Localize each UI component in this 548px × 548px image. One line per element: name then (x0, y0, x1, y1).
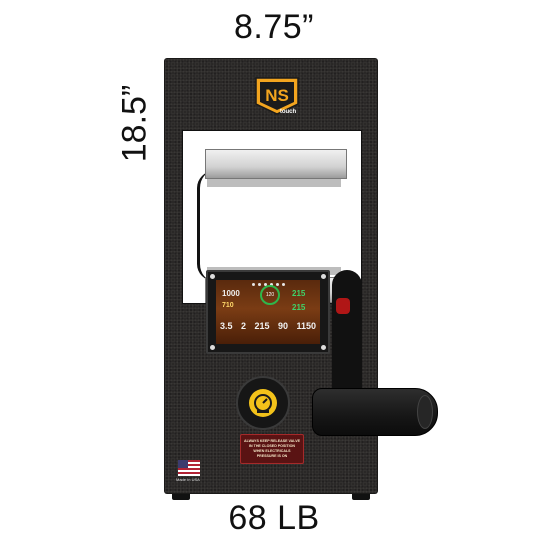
left-foot (172, 494, 190, 500)
pressure-release-knob[interactable] (236, 376, 290, 430)
logo-letters: NS (265, 86, 289, 105)
screw (210, 274, 215, 279)
touchscreen-display[interactable]: 1000 710 120 215 215 3.5 2 215 90 1150 (216, 280, 320, 344)
made-in-usa-caption: Made In USA (176, 477, 200, 482)
screw (210, 345, 215, 350)
screen-center-ring[interactable]: 120 (260, 285, 280, 305)
screen-bottom-value: 1150 (296, 321, 316, 331)
pressure-gauge-icon (249, 389, 277, 417)
warning-line: PRESSURE IS ON (256, 454, 288, 458)
handle-end-cap (417, 395, 433, 429)
screen-bottom-value: 90 (277, 321, 288, 331)
warning-label: ALWAYS KEEP RELEASE VALVE IN THE CLOSED … (240, 434, 304, 464)
usa-flag-icon (178, 460, 200, 476)
upper-plate-edge (207, 179, 341, 187)
handle-red-pivot (336, 298, 350, 314)
width-dimension-label: 8.75” (234, 8, 314, 46)
logo-subtext: touch (280, 109, 297, 115)
screen-bottom-value: 215 (254, 321, 270, 331)
warning-line: IN THE CLOSED POSITION (249, 444, 295, 448)
touchscreen-bezel: 1000 710 120 215 215 3.5 2 215 90 1150 (206, 270, 330, 354)
screen-bottom-value: 3.5 (220, 321, 233, 331)
screw (321, 345, 326, 350)
upper-heat-plate (205, 149, 347, 179)
screen-bottom-value: 2 (240, 321, 246, 331)
heater-cable (197, 171, 214, 281)
right-foot (352, 494, 370, 500)
screen-indicator-row (220, 283, 316, 287)
screw (321, 274, 326, 279)
logo-icon: NS touch (255, 77, 299, 115)
screen-right-mid-value: 215 (292, 303, 306, 312)
ns-touch-logo: NS touch (250, 74, 304, 116)
warning-line: WHEN ELECTRICALS (253, 449, 291, 453)
screen-bottom-values: 3.5 2 215 90 1150 (220, 321, 316, 331)
screen-left-mid-value: 710 (222, 302, 234, 309)
press-handle-bar[interactable] (312, 388, 438, 436)
screen-left-top-value: 1000 (222, 289, 240, 298)
height-dimension-label: 18.5” (115, 84, 154, 163)
weight-label: 68 LB (228, 499, 320, 537)
screen-right-top-value: 215 (292, 289, 306, 298)
warning-line: ALWAYS KEEP RELEASE VALVE (244, 439, 300, 443)
rosin-press-body: NS touch 1000 710 120 215 215 3.5 2 (164, 58, 438, 494)
